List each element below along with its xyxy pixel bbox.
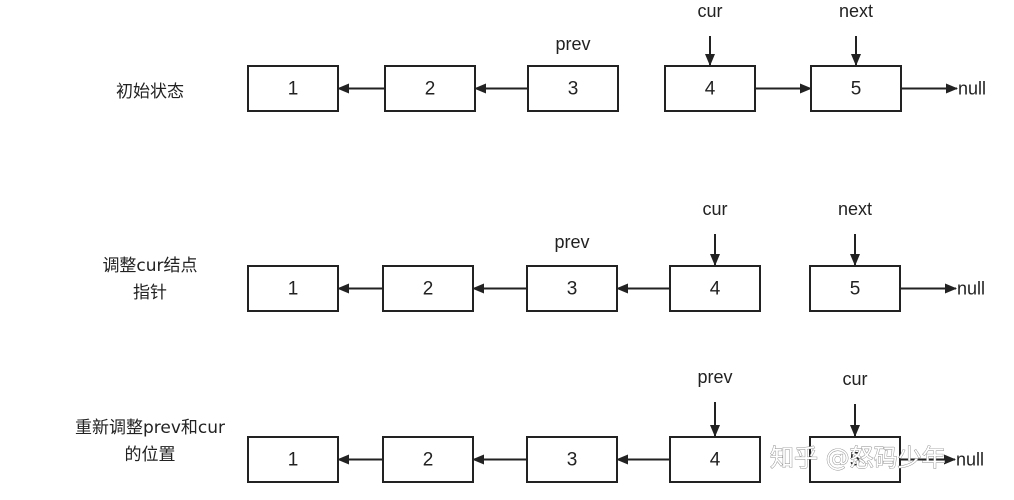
list-node-value: 3	[567, 450, 578, 471]
list-node-value: 1	[288, 450, 299, 471]
list-node-box	[247, 265, 339, 312]
pointer-label-cur: cur	[842, 369, 867, 389]
list-node-box	[669, 265, 761, 312]
list-node-box	[247, 65, 339, 112]
null-label: null	[958, 78, 986, 98]
list-node-box	[809, 265, 901, 312]
list-node-value: 1	[288, 79, 299, 100]
list-node-value: 4	[710, 279, 721, 300]
pointer-label-next: next	[838, 199, 872, 219]
list-node-box	[810, 65, 902, 112]
row-label: 重新调整prev和cur	[75, 418, 225, 438]
list-node-value: 5	[850, 279, 861, 300]
pointer-label-cur: cur	[697, 1, 722, 21]
list-node-value: 1	[288, 279, 299, 300]
list-node-value: 3	[568, 79, 579, 100]
list-node-value: 2	[425, 79, 436, 100]
pointer-label-prev: prev	[697, 367, 732, 387]
list-node-box	[382, 436, 474, 483]
row-1: 初始状态 1 2 3 4 5 null prev cur next	[116, 1, 986, 112]
null-label: null	[956, 449, 984, 469]
row-3: 重新调整prev和cur 的位置 1 2 3 4 5 null prev cur	[75, 367, 984, 483]
list-node-box	[247, 436, 339, 483]
list-node-box	[809, 436, 901, 483]
null-label: null	[957, 278, 985, 298]
pointer-label-cur: cur	[702, 199, 727, 219]
list-node-value: 5	[851, 79, 862, 100]
list-node-value: 4	[705, 79, 716, 100]
list-node-box	[527, 65, 619, 112]
list-node-value: 5	[850, 450, 861, 471]
row-label: 的位置	[125, 445, 176, 465]
list-node-box	[382, 265, 474, 312]
list-node-value: 2	[423, 279, 434, 300]
list-node-box	[526, 265, 618, 312]
row-label: 指针	[133, 283, 167, 303]
row-label: 调整cur结点	[102, 256, 197, 276]
list-node-value: 3	[567, 279, 578, 300]
row-label: 初始状态	[116, 82, 184, 102]
watermark-text: 知乎 @怒码少年	[770, 444, 946, 472]
list-node-box	[669, 436, 761, 483]
list-node-value: 2	[423, 450, 434, 471]
pointer-label-next: next	[839, 1, 873, 21]
list-node-value: 4	[710, 450, 721, 471]
pointer-label-prev: prev	[555, 34, 590, 54]
list-node-box	[384, 65, 476, 112]
pointer-label-prev: prev	[554, 232, 589, 252]
